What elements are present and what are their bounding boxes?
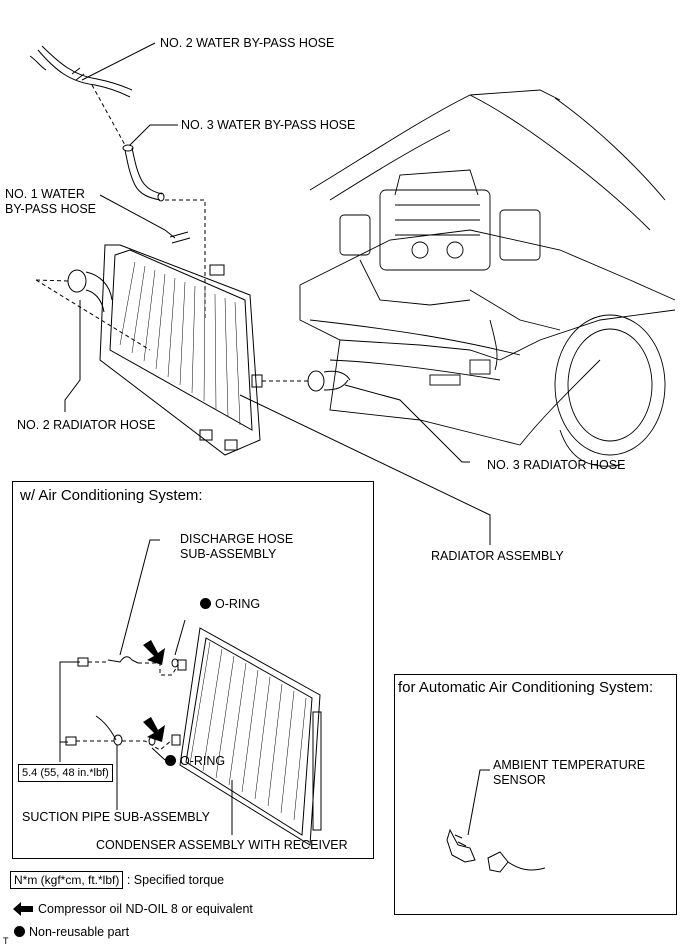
o-ring-top-drawing — [171, 658, 179, 668]
no3-radiator-hose-drawing — [262, 370, 470, 463]
torque-spec-box: 5.4 (55, 48 in.*lbf) — [18, 764, 113, 782]
legend-oil-arrow — [13, 902, 33, 916]
no2-water-bypass-hose-drawing — [29, 42, 156, 98]
label-ambient-temperature-sensor: AMBIENT TEMPERATURE SENSOR — [493, 758, 646, 787]
legend-non-reusable-desc: Non-reusable part — [29, 925, 130, 939]
discharge-hose-drawing — [77, 539, 179, 676]
label-no2-water-bypass-hose: NO. 2 WATER BY-PASS HOSE — [160, 36, 335, 50]
label-condenser: CONDENSER ASSEMBLY WITH RECEIVER — [96, 838, 348, 852]
o-ring-bottom-text: O-RING — [180, 754, 226, 768]
vehicle-front-drawing — [299, 89, 676, 467]
legend-torque: N*m (kgf*cm, ft.*lbf) : Specified torque — [10, 871, 225, 889]
legend-torque-desc: : Specified torque — [126, 873, 225, 887]
oil-arrow-bottom — [143, 717, 165, 742]
non-reusable-dot-icon — [165, 755, 176, 766]
no3-water-bypass-hose-drawing — [91, 84, 178, 202]
ac-system-title: w/ Air Conditioning System: — [20, 487, 203, 504]
non-reusable-dot-icon — [14, 926, 25, 937]
ac-system-box — [12, 481, 374, 859]
suction-pipe-drawing — [65, 715, 173, 810]
non-reusable-dot-icon — [200, 598, 211, 609]
no2-radiator-hose-drawing — [35, 269, 151, 412]
label-no1-water-bypass-hose: NO. 1 WATER BY-PASS HOSE — [5, 187, 97, 216]
label-no3-water-bypass-hose: NO. 3 WATER BY-PASS HOSE — [181, 118, 356, 132]
label-o-ring-top: O-RING — [200, 597, 260, 612]
label-suction-pipe: SUCTION PIPE SUB-ASSEMBLY — [22, 810, 211, 824]
label-discharge-hose: DISCHARGE HOSE SUB-ASSEMBLY — [180, 532, 294, 561]
radiator-drawing — [99, 244, 263, 456]
auto-ac-system-box — [394, 674, 677, 915]
o-ring-top-text: O-RING — [215, 597, 261, 611]
label-o-ring-bottom: O-RING — [165, 754, 225, 769]
oil-arrow-top — [143, 640, 165, 665]
legend-torque-key: N*m (kgf*cm, ft.*lbf) — [10, 871, 124, 889]
auto-ac-system-title: for Automatic Air Conditioning System: — [398, 679, 654, 696]
legend-non-reusable: Non-reusable part — [14, 925, 129, 939]
label-no3-radiator-hose: NO. 3 RADIATOR HOSE — [487, 458, 626, 472]
legend-oil: Compressor oil ND-OIL 8 or equivalent — [38, 902, 253, 916]
condenser-drawing — [171, 627, 322, 846]
label-no2-radiator-hose: NO. 2 RADIATOR HOSE — [17, 418, 156, 432]
label-radiator-assembly: RADIATOR ASSEMBLY — [431, 549, 564, 563]
corner-mark: T — [3, 936, 9, 946]
ambient-temperature-sensor-drawing — [446, 769, 546, 873]
